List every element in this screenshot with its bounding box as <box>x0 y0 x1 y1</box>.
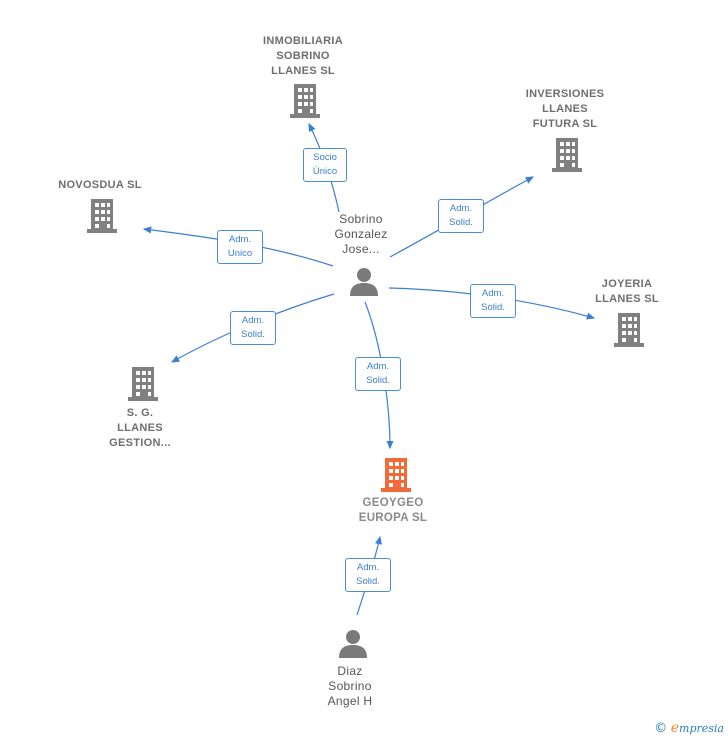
node-label-inmobiliaria[interactable]: INMOBILIARIA SOBRINO LLANES SL <box>263 35 343 77</box>
brand-name: mpresia <box>679 722 724 735</box>
building-icon[interactable] <box>614 313 644 347</box>
edge-label-sg-llanes: Adm. Solid. <box>230 311 276 345</box>
edge-label-socio-unico: Socio Único <box>303 148 347 182</box>
building-icon[interactable] <box>381 458 411 492</box>
brand-initial: e <box>670 720 680 736</box>
node-label-sobrino[interactable]: Sobrino Gonzalez Jose... <box>334 212 388 256</box>
edge-label-geoygeo: Adm. Solid. <box>355 357 401 391</box>
edge-label-joyeria: Adm. Solid. <box>470 284 516 318</box>
node-label-novosdua[interactable]: NOVOSDUA SL <box>58 179 142 191</box>
edge-label-inversiones: Adm. Solid. <box>438 199 484 233</box>
empresia-logo: © empresia <box>654 720 724 736</box>
node-label-diaz[interactable]: Diaz Sobrino Angel H <box>327 664 373 708</box>
node-label-geoygeo[interactable]: GEOYGEO EUROPA SL <box>358 497 428 524</box>
building-icon[interactable] <box>128 367 158 401</box>
person-icon[interactable] <box>350 268 378 296</box>
node-label-joyeria[interactable]: JOYERIA LLANES SL <box>595 278 659 305</box>
edge-label-diaz: Adm. Solid. <box>345 558 391 592</box>
building-icon[interactable] <box>87 199 117 233</box>
node-label-inversiones[interactable]: INVERSIONES LLANES FUTURA SL <box>525 88 605 130</box>
node-label-sg-llanes[interactable]: S. G. LLANES GESTION... <box>109 407 171 449</box>
copyright-symbol: © <box>654 721 668 736</box>
person-icon[interactable] <box>339 630 367 658</box>
building-icon[interactable] <box>552 138 582 172</box>
edge-label-novosdua: Adm. Unico <box>217 230 263 264</box>
building-icon[interactable] <box>290 84 320 118</box>
